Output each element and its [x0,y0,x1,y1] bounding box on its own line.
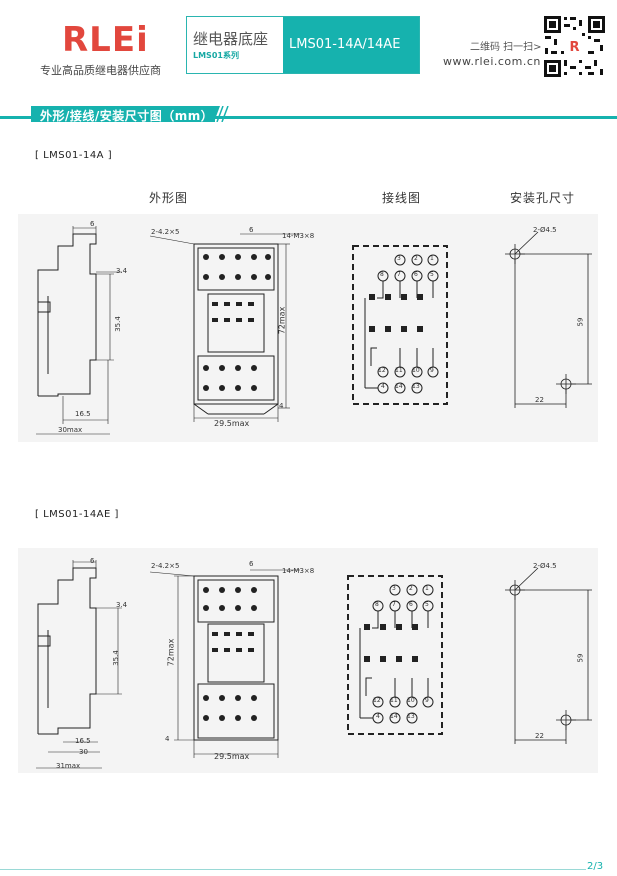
pin-7-14ae: 7 [392,601,396,608]
product-title: 继电器底座 [193,30,269,48]
column-outline-title: 外形图 [149,191,189,205]
pin-6-14ae: 6 [409,601,413,608]
dim-mid-14ae: 30 [79,748,88,756]
dim-front-width-14a: 29.5max [214,419,250,428]
pin-1-14ae: 1 [425,585,429,592]
product-model: LMS01-14A/14AE [289,37,401,52]
dim-top-14ae: 6 [90,557,95,565]
pin-12-14ae: 12 [373,697,381,704]
dim-holes-14a: 2-4.2×5 [151,228,180,236]
section-banner [31,106,215,122]
pin-2-14a: 2 [414,255,418,262]
header-title-box [186,16,420,74]
pin-9-14ae: 9 [425,697,429,704]
brand-tagline: 专业高品质继电器供应商 [40,64,161,77]
dim-small-top-14a: 6 [249,226,254,234]
dim-height-14ae: 35.4 [111,650,120,666]
pin-8-14a: 8 [380,271,384,278]
wiring-diagram-14ae [347,575,443,735]
dim-offset-14a: 3.4 [116,267,128,275]
pin-11-14a: 11 [395,367,403,374]
dim-front-width-14ae: 29.5max [214,752,250,761]
pin-1-14a: 1 [430,255,434,262]
dim-small-14ae: 4 [165,735,170,743]
drawing-panel-14ae [18,548,598,773]
qr-label: 二维码 扫一扫> [470,42,542,53]
product-series: LMS01系列 [193,51,239,60]
wiring-diagram-14a [352,245,448,405]
mount-width-14ae: 22 [535,732,544,740]
front-view-drawing-14a [150,233,300,422]
column-mounting-title: 安装孔尺寸 [510,191,576,205]
svg-text:R: R [569,40,579,55]
dim-base-14a: 16.5 [75,410,91,418]
pin-13-14ae: 13 [407,713,415,720]
dim-small-top-14ae: 6 [249,560,254,568]
section-title: 外形/接线/安装尺寸图（mm） [40,109,214,123]
section-rule [0,116,617,119]
pin-12-14a: 12 [378,367,386,374]
dim-height-14a: 35.4 [113,316,122,332]
mount-width-14a: 22 [535,396,544,404]
pin-11-14ae: 11 [390,697,398,704]
pin-13-14a: 13 [412,383,420,390]
dim-total-height-14a: 72max [277,306,287,335]
header-model-block [283,17,419,73]
pin-10-14ae: 10 [407,697,415,704]
pin-4-14ae: 4 [376,713,380,720]
pin-9-14a: 9 [430,367,434,374]
model-label-14ae: [ LMS01-14AE ] [35,509,119,520]
pin-14-14ae: 14 [390,713,398,720]
mount-hole-14ae: 2-Ø4.5 [533,562,557,570]
pin-5-14a: 5 [430,271,434,278]
dim-width-max-14a: 30max [58,426,83,434]
brand-logo: RLEi [62,20,149,60]
column-wiring-title: 接线图 [382,191,422,205]
dim-screws-14a: 14-M3×8 [282,232,315,240]
qr-code-icon[interactable]: R [543,15,606,78]
dim-top-14a: 6 [90,220,95,228]
dim-total-height-14ae: 72max [166,638,176,667]
front-view-drawing-14ae [150,569,300,758]
footer-rule [0,869,586,870]
pin-8-14ae: 8 [375,601,379,608]
dim-screws-14ae: 14-M3×8 [282,567,315,575]
pin-3-14a: 3 [397,255,401,262]
dim-width-max-14ae: 31max [56,762,81,770]
mounting-hole-drawing-14ae [505,567,592,744]
page-number: 2/3 [587,861,604,872]
pin-3-14ae: 3 [392,585,396,592]
header-title-left [187,17,283,73]
side-view-drawing-14a [36,226,122,435]
dim-small-14a: 4 [279,402,284,410]
side-view-drawing-14ae [36,560,122,769]
mounting-hole-drawing-14a [505,231,592,408]
pin-7-14a: 7 [397,271,401,278]
mount-height-14a: 59 [576,317,585,327]
pin-6-14a: 6 [414,271,418,278]
pin-5-14ae: 5 [425,601,429,608]
pin-2-14ae: 2 [409,585,413,592]
mount-height-14ae: 59 [576,653,585,663]
pin-4-14a: 4 [381,383,385,390]
mount-hole-14a: 2-Ø4.5 [533,226,557,234]
dim-holes-14ae: 2-4.2×5 [151,562,180,570]
pin-10-14a: 10 [412,367,420,374]
website-link[interactable]: www.rlei.com.cn [443,55,541,68]
pin-14-14a: 14 [395,383,403,390]
dim-base-14ae: 16.5 [75,737,91,745]
model-label-14a: [ LMS01-14A ] [35,150,113,161]
dim-offset-14ae: 3.4 [116,601,128,609]
banner-slash-icon [214,106,229,122]
drawing-panel-14a [18,214,598,442]
